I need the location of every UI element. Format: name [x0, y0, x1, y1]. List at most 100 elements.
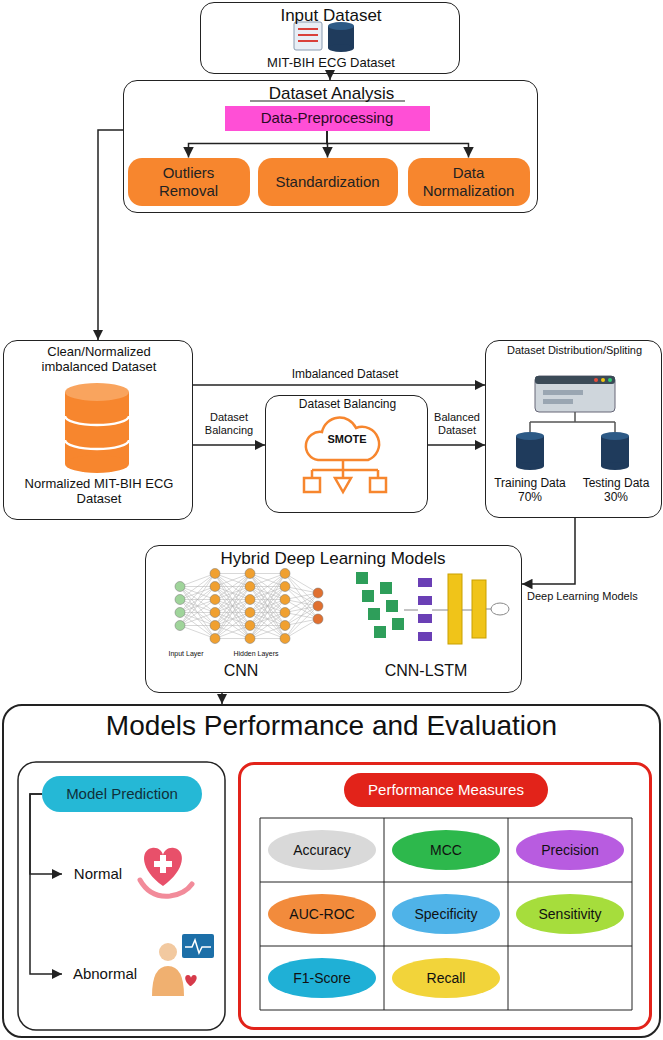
cnn-lstm-figure-part: [356, 572, 368, 584]
neural-network-figure-part: [175, 595, 185, 605]
neural-network-figure-part: [245, 569, 255, 579]
neural-network-figure-part: [180, 587, 215, 626]
neural-network-figure-part: [215, 574, 250, 639]
smote-cloud-icon-part: [342, 460, 345, 470]
input-dataset-icon-part: [298, 28, 318, 30]
server-icon-part: [601, 432, 629, 440]
neural-network-figure-part: [250, 574, 285, 613]
patient-icon-part: [185, 975, 196, 986]
neural-network-figure-part: [250, 574, 285, 587]
cnn-lstm-figure-part: [418, 596, 432, 605]
neural-network-figure-part: [250, 574, 285, 587]
server-icon-part: [608, 378, 612, 382]
cnn-lstm-figure: [356, 572, 509, 644]
process-pill: Standardization: [258, 158, 398, 206]
node-title: Accuracy: [268, 830, 376, 870]
input-dataset-icon-part: [294, 22, 322, 50]
cnn-lstm-figure-part: [380, 582, 392, 594]
node-title: Specificity: [392, 894, 500, 934]
neural-network-figure-part: [245, 595, 255, 605]
neural-network-figure-part: [180, 587, 215, 626]
connector-arrow: [98, 130, 123, 340]
neural-network-figure-part: [180, 574, 215, 613]
edge-label: Dataset Balancing: [195, 411, 263, 436]
patient-icon: [152, 934, 214, 996]
server-icon-part: [601, 436, 629, 466]
neural-network-figure-part: [280, 621, 290, 631]
input-dataset-icon-part: [328, 44, 354, 52]
node-text: MIT-BIH ECG Dataset: [201, 56, 461, 71]
node-title: Outliers Removal: [128, 158, 250, 206]
neural-network-figure-part: [180, 626, 215, 639]
node-title: F1-Score: [268, 958, 376, 998]
connector-arrow: [428, 444, 485, 446]
measures-grid-part: [384, 818, 385, 1010]
node-title: MCC: [392, 830, 500, 870]
neural-network-figure-part: [250, 574, 285, 639]
neural-network-figure-part: [175, 582, 185, 592]
node-title: AUC-ROC: [268, 894, 376, 934]
database-icon: [65, 383, 129, 473]
neural-network-figure-part: [175, 608, 185, 618]
input-dataset-icon: [294, 22, 354, 52]
smote-cloud-icon-part: [304, 478, 320, 492]
edge-label: Imbalanced Dataset: [270, 368, 420, 382]
neural-network-figure-part: [313, 601, 323, 611]
node-text: Normalized MIT-BIH ECG Dataset: [19, 477, 179, 507]
connector-arrow: [30, 794, 62, 974]
patient-icon-part: [159, 943, 177, 961]
neural-network-figure-part: [210, 608, 220, 618]
neural-network-figure-part: [215, 574, 250, 613]
cnn-lstm-figure-part: [362, 590, 374, 602]
measure-oval: Recall: [392, 958, 500, 998]
cnn-lstm-figure-part: [386, 600, 398, 612]
cnn-lstm-figure-part: [418, 632, 432, 641]
server-icon: [516, 376, 629, 470]
neural-network-figure-part: [245, 634, 255, 644]
neural-network-figure-part: [215, 574, 250, 587]
node-title: Data Normalization: [408, 158, 530, 206]
input-dataset-icon-part: [298, 34, 318, 36]
node-title: Models Performance and Evaluation: [4, 710, 659, 742]
server-icon-part: [574, 412, 576, 422]
cnn-lstm-figure-part: [486, 609, 491, 610]
patient-icon-part: [182, 934, 214, 958]
models-box: Hybrid Deep Learning ModelsCNNCNN-LSTM: [145, 545, 522, 693]
cnn-lstm-figure-part: [448, 574, 462, 644]
server-icon-part: [543, 390, 583, 395]
measures-grid-part: [260, 818, 632, 819]
neural-network-figure-part: [210, 569, 220, 579]
node-text: Training Data 70%: [486, 477, 574, 505]
measure-oval: F1-Score: [268, 958, 376, 998]
edge-label: Balanced Dataset: [430, 411, 484, 436]
class-label: Normal: [62, 860, 134, 888]
measure-oval: AUC-ROC: [268, 894, 376, 934]
cnn-lstm-figure-part: [462, 610, 472, 611]
smote-cloud-icon: [304, 418, 386, 492]
server-icon-part: [543, 399, 573, 404]
measures-grid-part: [632, 818, 633, 1010]
neural-network-figure-part: [250, 600, 285, 639]
server-icon-part: [529, 422, 531, 432]
neural-network-figure-part: [250, 574, 285, 639]
neural-network-figure-part: [180, 613, 215, 626]
node-title: Hybrid Deep Learning Models: [146, 549, 520, 569]
process-pill: Outliers Removal: [128, 158, 250, 206]
evaluation-box: Models Performance and EvaluationModel P…: [2, 704, 661, 1038]
preprocessing-band: Data-Preprocessing: [225, 106, 430, 131]
cnn-lstm-figure-part: [392, 618, 404, 630]
dataset-box: Clean/Normalized imbalanced DatasetNorma…: [3, 340, 193, 520]
cnn-lstm-figure-part: [404, 610, 418, 611]
server-icon-part: [516, 432, 544, 440]
server-icon-part: [535, 376, 615, 384]
neural-network-figure: [175, 569, 323, 644]
measures-grid-part: [508, 818, 509, 1010]
input-box: Input DatasetMIT-BIH ECG Dataset: [200, 2, 460, 74]
smote-cloud-icon-part: [312, 469, 378, 472]
cnn-lstm-figure-part: [418, 578, 432, 587]
split-box: Dataset Distribution/SplitingTraining Da…: [485, 340, 662, 518]
database-icon-part: [65, 416, 129, 425]
